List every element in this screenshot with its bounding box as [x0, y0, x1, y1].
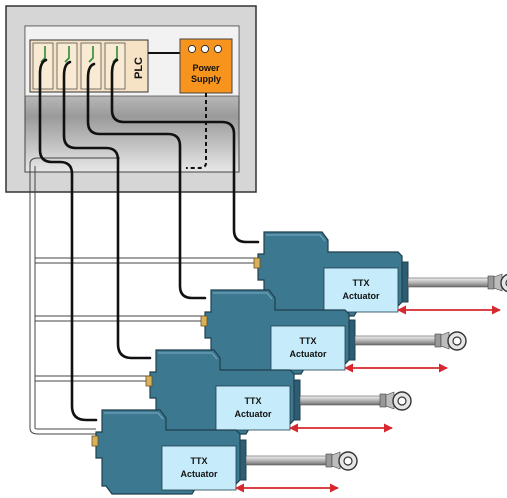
piston-rod	[354, 335, 440, 346]
piston-rod	[407, 277, 493, 288]
ttx-actuator: TTX Actuator	[200, 289, 467, 375]
ttx-actuator: TTX Actuator	[91, 409, 358, 495]
cable-connector	[253, 257, 261, 269]
mounting-rails	[29, 157, 258, 435]
plc-module: PLC	[29, 39, 149, 93]
actuator-end-cap	[401, 261, 409, 303]
actuator-end-cap	[293, 379, 301, 421]
power-supply-terminals	[187, 44, 223, 54]
power-supply-label-line2: Supply	[191, 74, 221, 84]
power-supply: Power Supply	[148, 38, 233, 169]
plc-slot	[104, 42, 126, 90]
actuator-label-line1: TTX	[245, 396, 262, 406]
actuator-label-line2: Actuator	[234, 409, 271, 419]
actuators: TTXActuatorTTXActuatorTTXActuatorTTXActu…	[91, 231, 507, 495]
actuator-label-panel: TTX Actuator	[161, 445, 237, 491]
cable-connector	[200, 315, 208, 327]
signal-cables	[38, 58, 260, 422]
actuator-label-panel: TTX Actuator	[323, 267, 399, 313]
actuator-label-line2: Actuator	[180, 469, 217, 479]
actuator-label-line1: TTX	[300, 336, 317, 346]
actuator-label-line1: TTX	[353, 278, 370, 288]
rod-end-eye	[500, 273, 507, 293]
cable-connector	[145, 375, 153, 387]
actuator-label-line1: TTX	[191, 456, 208, 466]
piston-rod	[299, 395, 385, 406]
piston-rod	[245, 455, 331, 466]
plc-label: PLC	[133, 57, 145, 79]
terminal-screw	[200, 44, 210, 54]
actuator-label-panel: TTX Actuator	[270, 325, 346, 371]
actuator-label-line2: Actuator	[342, 291, 379, 301]
ttx-actuator: TTX Actuator	[145, 349, 412, 435]
terminal-screw	[213, 44, 223, 54]
ttx-actuator: TTX Actuator	[253, 231, 507, 317]
power-supply-label-line1: Power	[192, 63, 220, 73]
terminal-screw	[187, 44, 197, 54]
plc-slot	[32, 42, 54, 90]
actuator-end-cap	[239, 439, 247, 481]
cable-connector	[91, 435, 99, 447]
control-enclosure	[5, 5, 257, 193]
actuator-label-line2: Actuator	[289, 349, 326, 359]
actuator-label-panel: TTX Actuator	[215, 385, 291, 431]
power-feed-dashed	[186, 93, 207, 169]
actuator-end-cap	[348, 319, 356, 361]
